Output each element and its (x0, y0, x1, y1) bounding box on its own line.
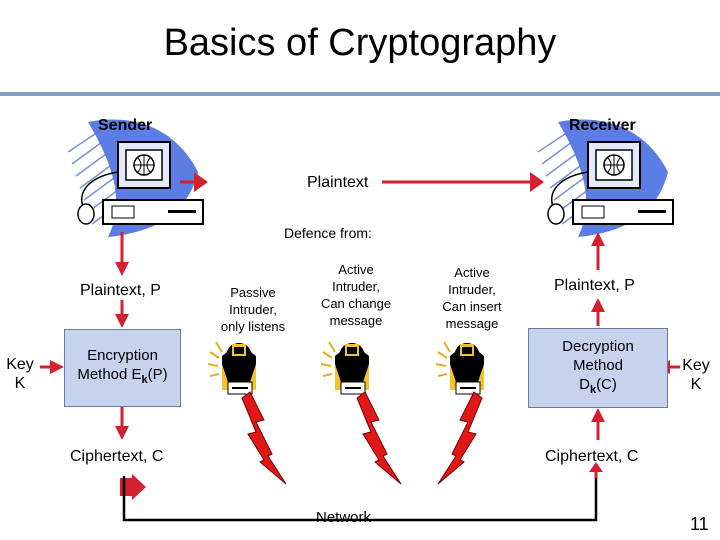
intruder-3-line-3: Can insert (442, 299, 502, 314)
key-left-label: Key K (4, 355, 36, 393)
intruder-3-line-2: Intruder, (448, 282, 496, 297)
encryption-method-text: Method E (77, 366, 142, 383)
key-right-line-2: K (690, 376, 702, 393)
intruder-2-line-3: Can change (320, 296, 392, 311)
sender-plaintext-label: Plaintext, P (80, 282, 161, 299)
encryption-line-1: Encryption (87, 347, 158, 364)
defence-label: Defence from: (284, 225, 372, 241)
decryption-line-3: Dk(C) (562, 375, 634, 400)
sender-computer-icon (67, 118, 204, 238)
key-left-line-2: K (14, 375, 26, 392)
intruder-label-change: Active Intruder, Can change message (310, 261, 402, 329)
encryption-line-2: Method Ek(P) (77, 365, 167, 390)
decryption-arg-text: (C) (596, 375, 617, 393)
key-left-line-1: Key (6, 356, 34, 373)
page-title: Basics of Cryptography (163, 22, 557, 64)
active-intruder-change-icon (320, 341, 370, 395)
ciphertext-left-label: Ciphertext, C (70, 448, 164, 465)
intruder-2-line-4: message (329, 313, 383, 328)
key-right-line-1: Key (682, 357, 710, 374)
encryption-box: Encryption Method Ek(P) (64, 329, 181, 407)
intruder-1-line-3: only listens (220, 319, 286, 334)
receiver-plaintext-label: Plaintext, P (554, 277, 635, 294)
intruder-2-line-1: Active (338, 262, 374, 277)
ciphertext-right-label: Ciphertext, C (545, 448, 639, 465)
decryption-key-subscript: k (589, 383, 597, 396)
intruder-1-line-1: Passive (230, 285, 276, 300)
key-right-label: Key K (678, 356, 714, 394)
decryption-line-2: Method (572, 356, 624, 374)
decryption-line-1: Decryption (562, 337, 634, 355)
sender-label: Sender (98, 117, 153, 134)
decryption-d-text: D (579, 375, 590, 393)
plaintext-label: Plaintext (307, 174, 369, 191)
decryption-box: Decryption Method Dk(C) (528, 328, 668, 408)
intruder-2-line-2: Intruder, (332, 279, 380, 294)
intruder-label-passive: Passive Intruder, only listens (213, 284, 293, 335)
lightning-icon-1 (241, 391, 287, 485)
receiver-computer-icon (537, 118, 674, 238)
lightning-icon-2 (356, 391, 402, 485)
intruder-label-insert: Active Intruder, Can insert message (428, 264, 516, 332)
title-divider (0, 92, 720, 96)
network-label: Network (316, 509, 372, 526)
intruder-3-line-4: message (445, 316, 499, 331)
encryption-arg-text: (P) (147, 366, 168, 383)
intruder-1-line-2: Intruder, (229, 302, 277, 317)
passive-intruder-icon (207, 341, 257, 395)
encryption-key-subscript: k (141, 374, 148, 386)
lightning-icon-3 (437, 391, 483, 485)
page-number: 11 (690, 514, 709, 534)
active-intruder-insert-icon (435, 341, 485, 395)
receiver-label: Receiver (569, 117, 636, 134)
intruder-3-line-1: Active (454, 265, 490, 280)
